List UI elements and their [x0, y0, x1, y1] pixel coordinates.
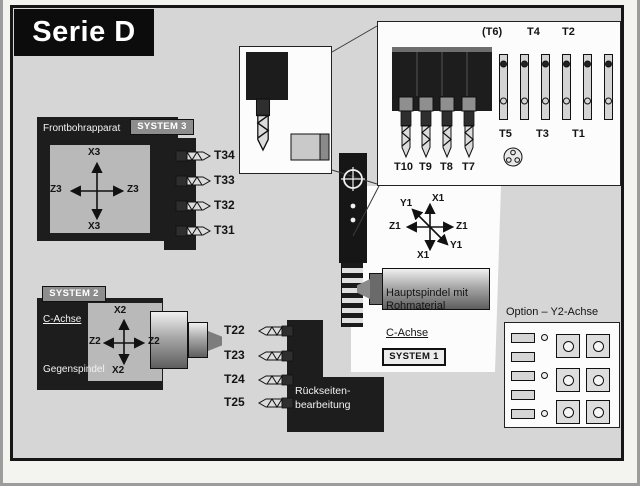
system2-badge: SYSTEM 2 [42, 286, 106, 302]
y2-station [556, 368, 580, 392]
y2-dot [541, 410, 548, 417]
turret-slot [541, 54, 550, 120]
tool-label-t34: T34 [214, 148, 235, 162]
axis-label-z3-right: Z3 [127, 184, 139, 195]
turret-slot [604, 54, 613, 120]
y2-slide-bar [511, 371, 535, 381]
axis-label-x3-top: X3 [88, 147, 101, 158]
series-title: Serie D [32, 16, 136, 48]
rear-working-label-line2: bearbeitung [295, 399, 351, 411]
axis-label-x3-bottom: X3 [88, 221, 101, 232]
tool-label-t8: T8 [440, 161, 453, 173]
tool-label-t24: T24 [224, 372, 245, 386]
axis-label-z2-right: Z2 [148, 336, 160, 347]
tool-label-t32: T32 [214, 198, 235, 212]
front-drill-label: Frontbohrapparat [43, 123, 121, 134]
gang-tool-block [392, 47, 492, 111]
counter-spindle-body [150, 311, 188, 369]
tool-label-t3: T3 [536, 128, 549, 140]
main-spindle-label-line1: Hauptspindel mit [386, 287, 468, 299]
y2-dot [541, 372, 548, 379]
option-y2-label: Option – Y2-Achse [506, 306, 599, 318]
rear-working-block [287, 377, 384, 432]
tool-label-t4: T4 [527, 26, 540, 38]
axis-label-z1-left: Z1 [389, 221, 401, 232]
axis-label-z3-left: Z3 [50, 184, 62, 195]
y2-station [586, 400, 610, 424]
turret-slot [499, 54, 508, 120]
y2-dot [541, 334, 548, 341]
y2-station [586, 334, 610, 358]
tool-label-t9: T9 [419, 161, 432, 173]
axis-label-z1-right: Z1 [456, 221, 468, 232]
tool-label-t10: T10 [394, 161, 413, 173]
main-spindle-label-line2: Rohmaterial [386, 300, 446, 312]
turret-slot [583, 54, 592, 120]
tool-label-t22: T22 [224, 323, 245, 337]
y2-slide-bar [511, 352, 535, 362]
main-spindle-barstock [357, 279, 370, 299]
sub-c-axis-label: C-Achse [43, 314, 82, 325]
tool-label-t31: T31 [214, 223, 235, 237]
system2-axis-pad [88, 303, 162, 381]
y2-slide-bar [511, 409, 535, 419]
turret-slot [562, 54, 571, 120]
tool-label-t2: T2 [562, 26, 575, 38]
y2-slide-bar [511, 390, 535, 400]
counter-spindle-tip [208, 331, 222, 351]
tool-label-t25: T25 [224, 395, 245, 409]
turret-slot [520, 54, 529, 120]
tool-label-t33: T33 [214, 173, 235, 187]
axis-label-y1-top: Y1 [400, 198, 413, 209]
main-spindle-body [382, 268, 490, 310]
rear-working-label-line1: Rückseiten- [295, 385, 351, 397]
front-tool-holder-block [164, 138, 196, 250]
tool-label-t23: T23 [224, 348, 245, 362]
tool-carrier-strip [339, 153, 367, 263]
series-title-box: Serie D [14, 9, 154, 56]
system3-badge: SYSTEM 3 [130, 119, 194, 135]
main-spindle-collar [369, 273, 383, 305]
tool-label-t1: T1 [572, 128, 585, 140]
axis-label-x2-bottom: X2 [112, 365, 125, 376]
y2-station [556, 400, 580, 424]
axis-label-x2-top: X2 [114, 305, 127, 316]
counter-spindle-label: Gegenspindel [43, 364, 105, 375]
axis-label-z2-left: Z2 [89, 336, 101, 347]
tool-label-t7: T7 [462, 161, 475, 173]
counter-spindle-nose [188, 322, 208, 358]
axis-label-x1-bottom: X1 [417, 250, 430, 261]
axis-label-y1-bottom: Y1 [450, 240, 463, 251]
y2-slide-bar [511, 333, 535, 343]
main-c-axis-label: C-Achse [386, 327, 429, 339]
drill-detail-inset [239, 46, 332, 174]
tool-label-t6: (T6) [482, 26, 503, 38]
system1-badge: SYSTEM 1 [382, 348, 446, 366]
guide-bushing-rack [341, 263, 363, 327]
tool-label-t5: T5 [499, 128, 512, 140]
y2-station [586, 368, 610, 392]
y2-station [556, 334, 580, 358]
axis-label-x1-top: X1 [432, 193, 445, 204]
